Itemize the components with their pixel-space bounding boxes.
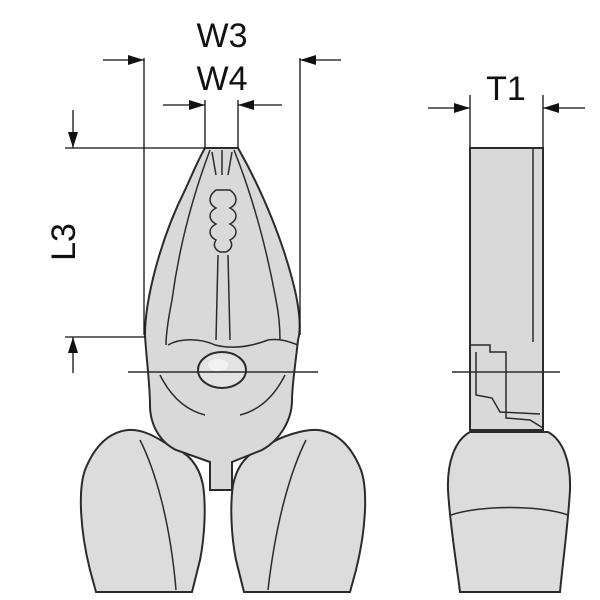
jaw-tip-lines bbox=[211, 150, 233, 176]
dimension-l3: L3 bbox=[45, 110, 205, 373]
cutter-slot bbox=[215, 254, 231, 341]
t1-label: T1 bbox=[486, 70, 526, 108]
l3-arrow-top bbox=[68, 132, 78, 148]
dimension-t1: T1 bbox=[428, 70, 585, 148]
l3-label: L3 bbox=[45, 223, 83, 261]
pliers-front-view bbox=[79, 147, 367, 593]
pliers-side-view bbox=[446, 147, 572, 593]
right-jaw-line bbox=[233, 149, 281, 341]
side-joint-step bbox=[470, 344, 544, 429]
dimension-w3: W3 bbox=[103, 17, 341, 335]
w3-arrow-right bbox=[300, 55, 316, 65]
w3-label: W3 bbox=[197, 17, 248, 55]
l3-arrow-bottom bbox=[68, 337, 78, 353]
t1-arrow-right bbox=[543, 103, 559, 113]
pivot-lower-curve bbox=[159, 374, 286, 416]
gripping-serrations bbox=[209, 189, 237, 253]
pivot-plate bbox=[167, 338, 299, 348]
w3-arrow-left bbox=[128, 55, 144, 65]
side-body bbox=[469, 147, 544, 431]
side-handle bbox=[446, 431, 572, 593]
left-jaw-line bbox=[165, 149, 211, 346]
right-handle-inner-line bbox=[267, 439, 307, 591]
side-joint-step-inner bbox=[475, 352, 541, 415]
w4-label: W4 bbox=[197, 60, 248, 98]
dimension-w4: W4 bbox=[163, 60, 282, 148]
pivot-rivet-highlight bbox=[208, 359, 228, 371]
left-handle-inner-line bbox=[139, 439, 177, 591]
w4-arrow-left bbox=[189, 100, 205, 110]
t1-arrow-left bbox=[454, 103, 470, 113]
w4-arrow-right bbox=[238, 100, 254, 110]
side-handle-grip-line bbox=[450, 506, 569, 516]
